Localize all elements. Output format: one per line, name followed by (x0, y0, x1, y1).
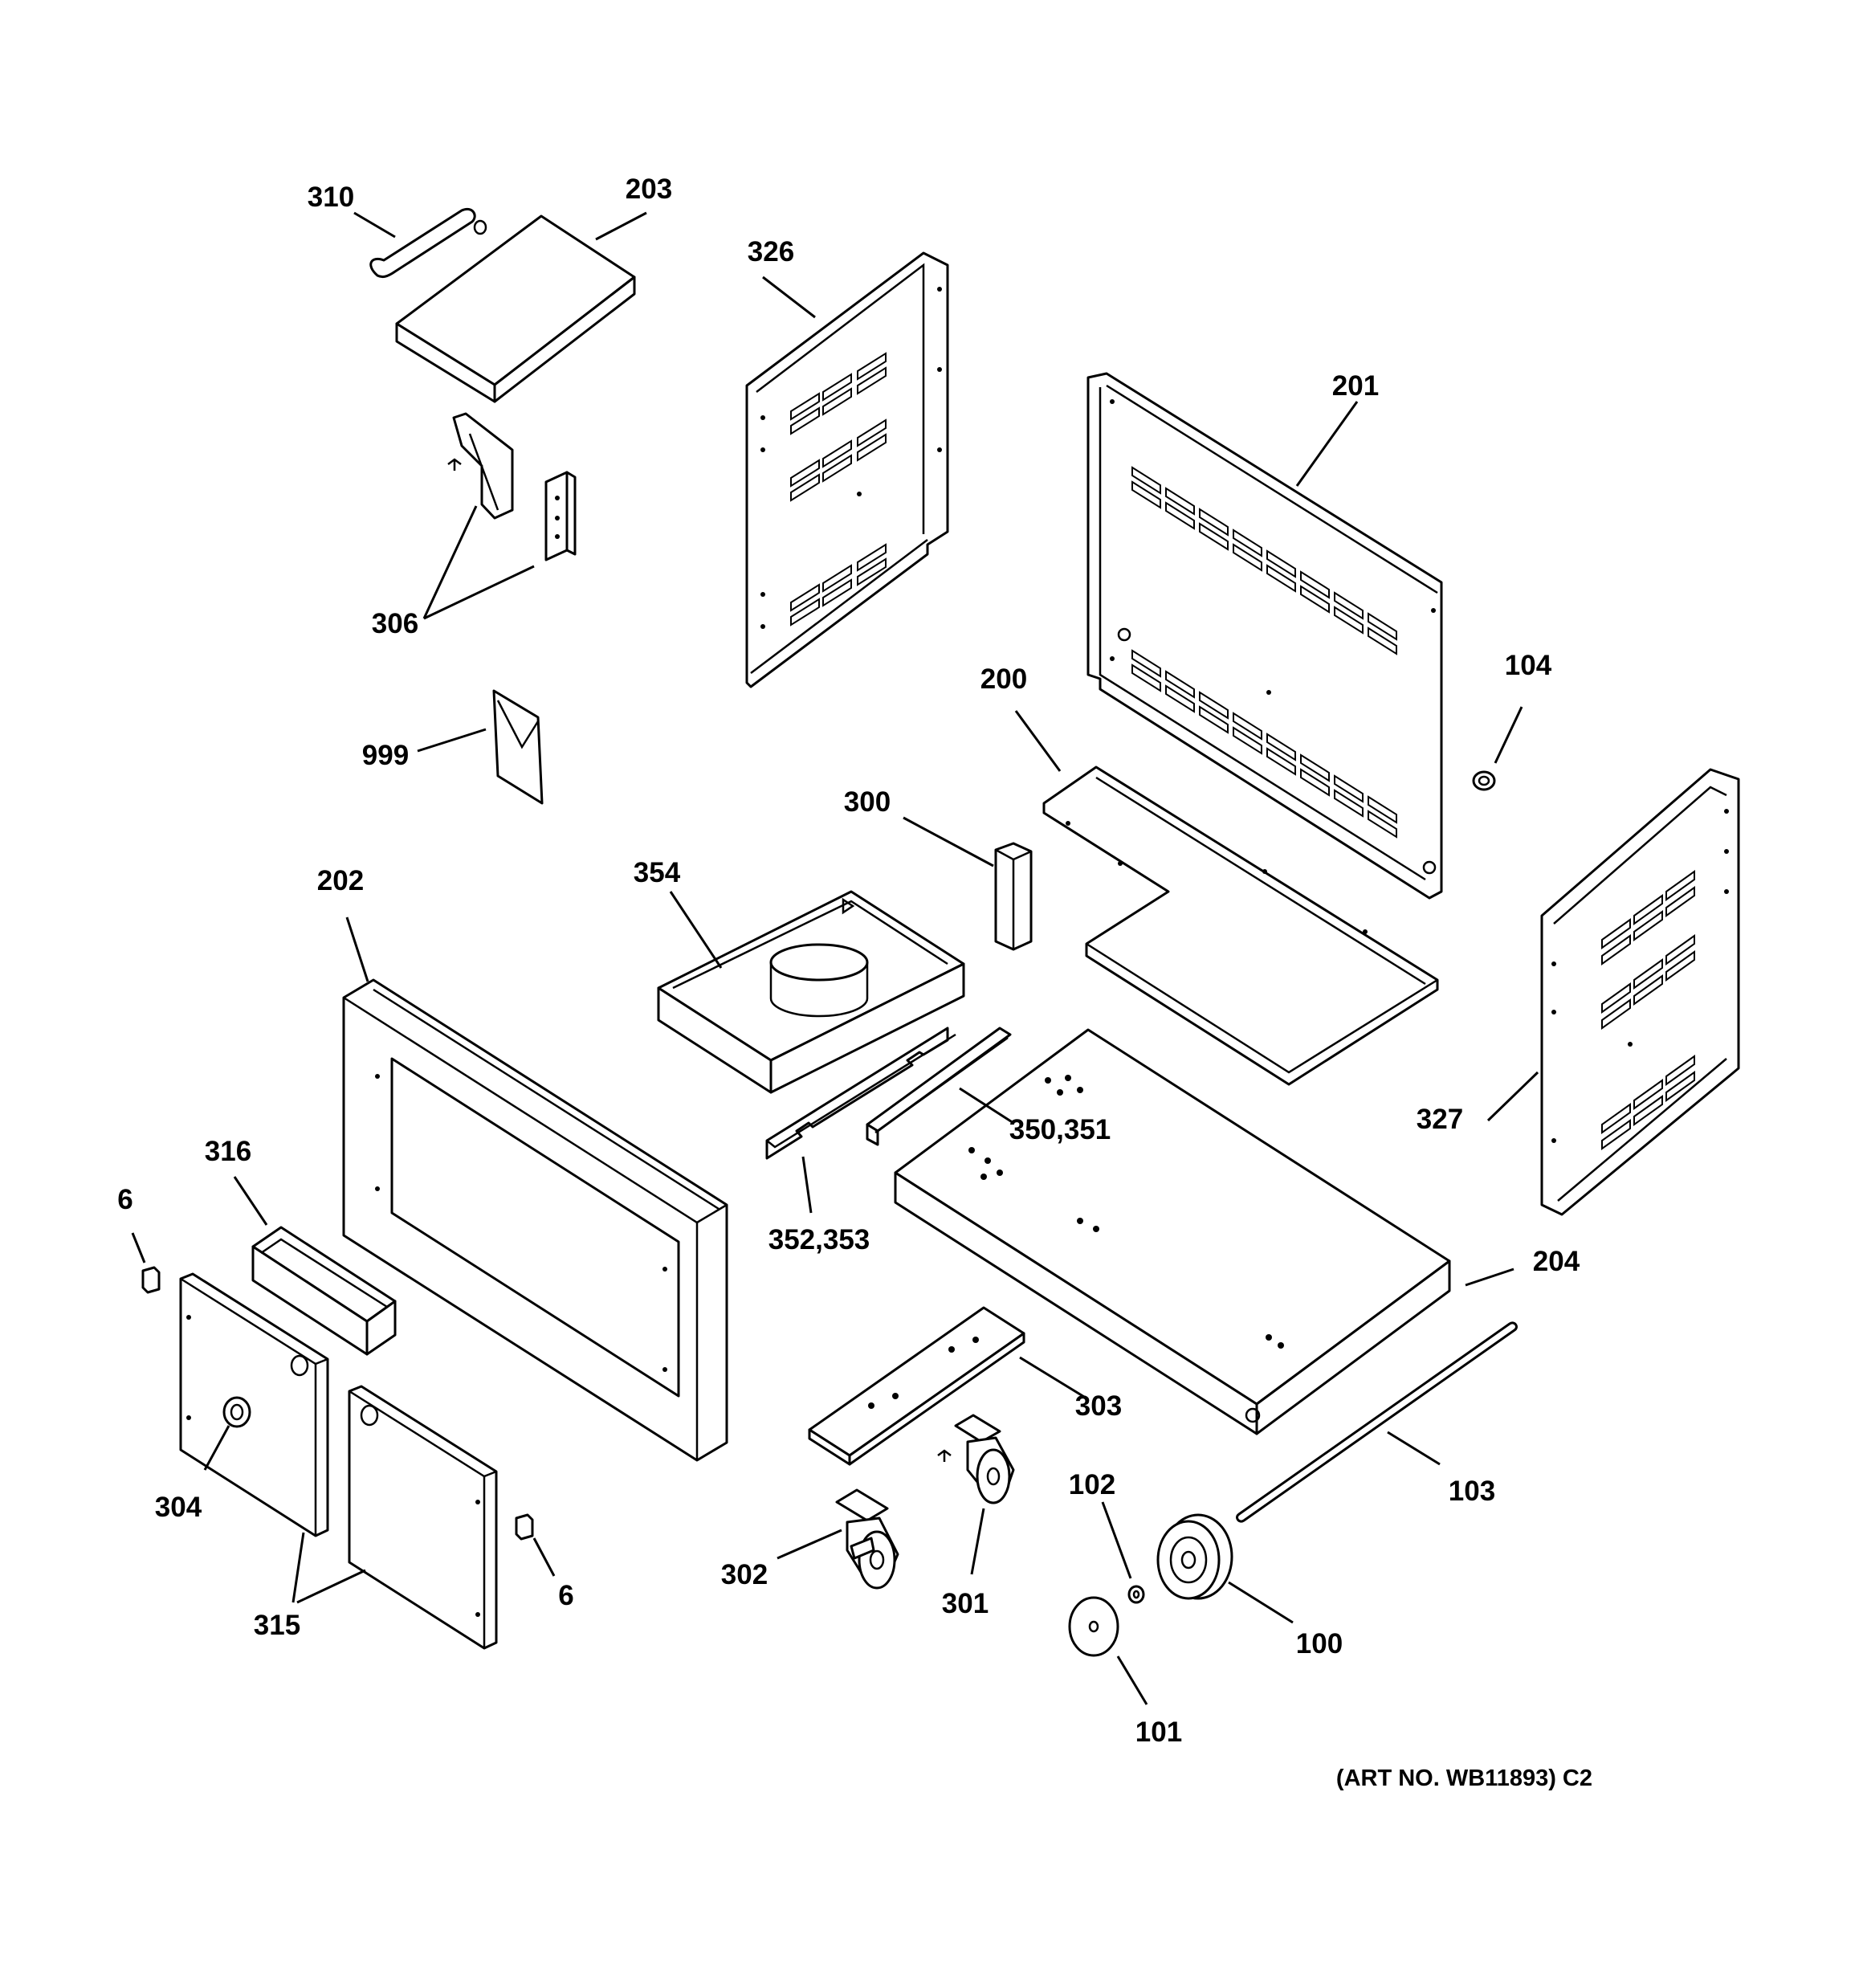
part-350-351-rail (866, 1027, 1012, 1146)
part-302-caster (835, 1488, 899, 1590)
callout-350-351: 350,351 (1009, 1114, 1111, 1145)
callout-302: 302 (721, 1559, 768, 1590)
part-202-front-frame (342, 978, 728, 1462)
part-326-side-panel (745, 251, 949, 688)
callout-310: 310 (308, 182, 354, 213)
callout-103: 103 (1449, 1476, 1495, 1507)
callout-300: 300 (844, 786, 891, 818)
part-999-manual (492, 689, 544, 805)
callout-104: 104 (1505, 650, 1552, 681)
callout-203: 203 (626, 173, 672, 205)
callout-204: 204 (1533, 1246, 1580, 1277)
callout-6-right: 6 (558, 1580, 573, 1611)
part-203-shelf (395, 214, 636, 403)
part-301-caster (937, 1414, 1015, 1504)
part-306-brackets (447, 412, 577, 561)
callout-326: 326 (748, 236, 794, 267)
callout-304: 304 (155, 1492, 202, 1523)
part-6-clip-left (141, 1266, 161, 1294)
part-102-washer (1127, 1585, 1145, 1604)
part-315-door-right (348, 1385, 498, 1650)
part-200-bottom-tray (1042, 765, 1439, 1086)
part-303-caster-plate (808, 1306, 1025, 1466)
art-number: (ART NO. WB11893) C2 (1336, 1766, 1592, 1791)
part-327-vents (1601, 870, 1695, 1150)
callout-354: 354 (634, 857, 681, 888)
callout-100: 100 (1296, 1628, 1343, 1659)
callout-352-353: 352,353 (768, 1224, 870, 1255)
part-300-post (994, 842, 1033, 951)
part-315-door-left (179, 1272, 329, 1537)
callout-202: 202 (317, 865, 364, 896)
part-201-back-panel (1086, 372, 1443, 900)
part-327-side-panel (1540, 768, 1740, 1216)
part-310-handle (369, 208, 487, 279)
callout-303: 303 (1075, 1390, 1122, 1422)
callout-306: 306 (372, 608, 418, 639)
leader-lines (131, 211, 1539, 1705)
callout-327: 327 (1417, 1104, 1463, 1135)
callout-200: 200 (980, 663, 1027, 695)
part-100-wheel (1156, 1513, 1233, 1600)
part-326-vents (790, 352, 887, 627)
part-352-353-bracket (765, 1027, 956, 1160)
callout-201: 201 (1332, 370, 1379, 402)
part-6-clip-right (515, 1513, 534, 1541)
callout-316: 316 (205, 1136, 251, 1167)
part-101-hubcap (1068, 1596, 1119, 1657)
part-204-bottom-shelf (894, 1028, 1451, 1435)
callout-6-left: 6 (117, 1184, 132, 1215)
part-201-vents (1131, 466, 1397, 839)
callout-301: 301 (942, 1588, 989, 1619)
part-354-burner-box (657, 890, 965, 1094)
callout-101: 101 (1135, 1717, 1182, 1748)
callout-999: 999 (362, 740, 409, 771)
part-104-knob (1472, 770, 1496, 791)
callout-315: 315 (254, 1610, 300, 1641)
part-316-box (251, 1226, 397, 1356)
part-103-axle-rod (1236, 1321, 1518, 1523)
callout-labels: 310 203 326 201 306 999 200 104 300 354 … (117, 173, 1580, 1748)
callout-102: 102 (1069, 1469, 1115, 1500)
